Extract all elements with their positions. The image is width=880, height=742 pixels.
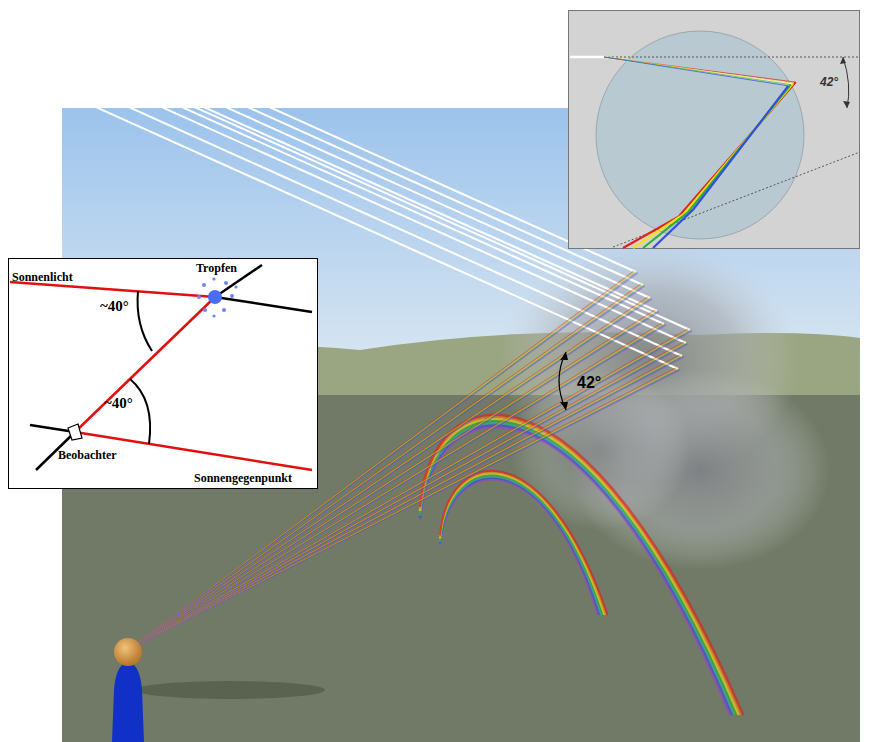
rainbow-arcs	[420, 415, 743, 715]
observer-label: Beobachter	[58, 449, 117, 462]
angle-label: ~40°	[100, 298, 129, 315]
angle-label: ~40°	[104, 395, 133, 412]
sunlight-label: Sonnenlicht	[12, 271, 73, 284]
angle-inset	[9, 259, 318, 489]
scene	[62, 108, 860, 742]
drop-label: Tropfen	[196, 262, 237, 275]
angle-label: 42°	[577, 374, 601, 392]
drop-inset	[569, 11, 861, 249]
antisolar-point-label: Sonnengegenpunkt	[194, 472, 292, 485]
angle-label: 42°	[820, 76, 838, 89]
